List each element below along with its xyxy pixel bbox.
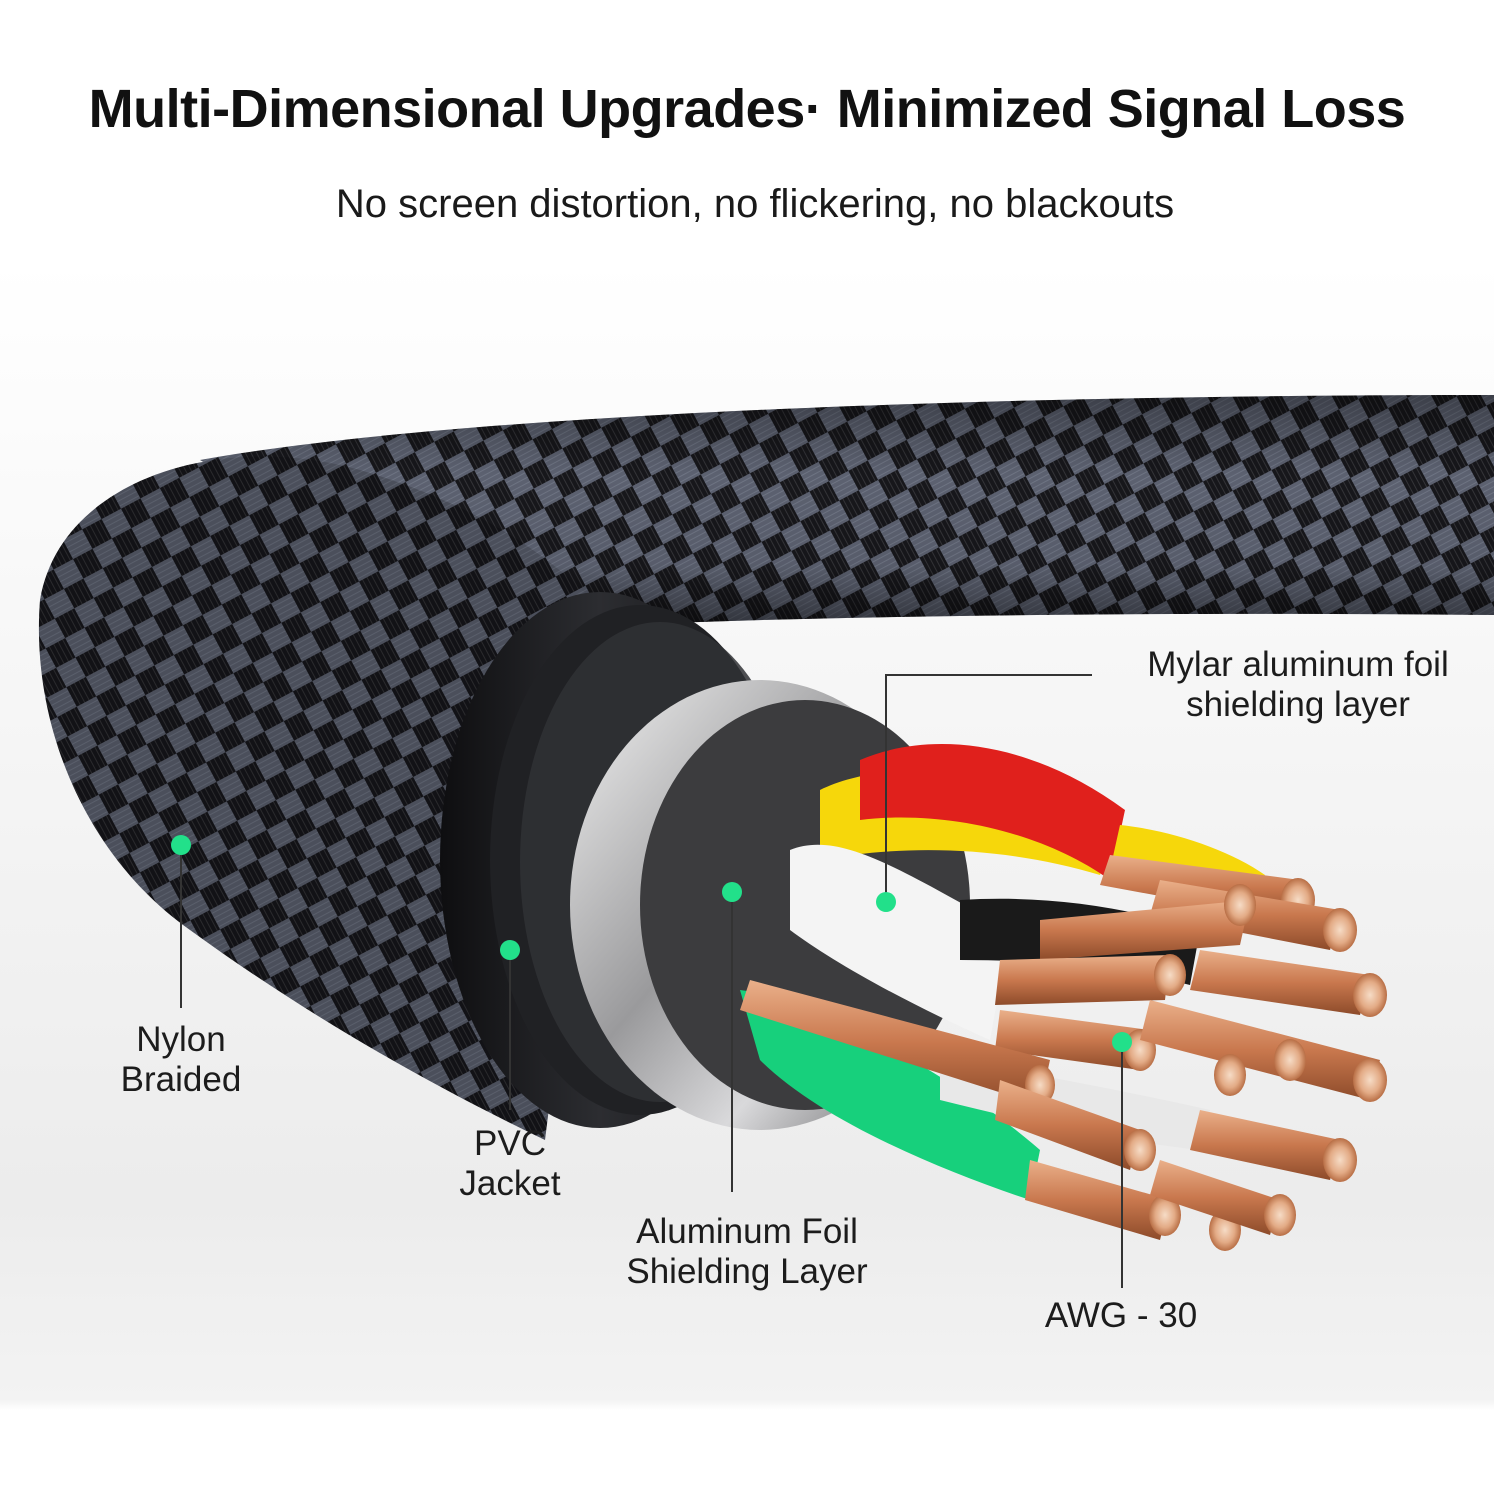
aluminum-label-line2: Shielding Layer [626,1252,868,1291]
awg-label: AWG - 30 [1044,1296,1198,1335]
aluminum-label-line1: Aluminum Foil [636,1212,858,1251]
pvc-marker-dot [500,940,520,960]
mylar-callout: Mylar aluminum foil shielding layer [1118,645,1478,725]
mylar-marker-dot [876,892,896,912]
pvc-label-line2: Jacket [459,1164,561,1203]
aluminum-callout: Aluminum Foil Shielding Layer [597,1212,897,1292]
mylar-label-line2: shielding layer [1186,685,1410,724]
pvc-callout: PVC Jacket [430,1124,590,1204]
awg-callout: AWG - 30 [1021,1296,1221,1336]
awg-marker-dot [1112,1032,1132,1052]
page-subtitle: No screen distortion, no flickering, no … [335,182,1175,226]
copper-conductors [740,855,1387,1251]
leader-lines [180,674,1123,1288]
nylon-marker-dot [171,835,191,855]
nylon-callout: Nylon Braided [91,1020,271,1100]
pvc-label-line1: PVC [474,1124,546,1163]
nylon-label-line1: Nylon [136,1020,226,1059]
nylon-label-line2: Braided [120,1060,242,1099]
aluminum-marker-dot [722,882,742,902]
callout-markers [171,835,1132,1052]
mylar-leader-line [885,674,1092,902]
mylar-label-line1: Mylar aluminum foil [1147,645,1449,684]
page-title: Multi-Dimensional Upgrades· Minimized Si… [88,79,1406,139]
